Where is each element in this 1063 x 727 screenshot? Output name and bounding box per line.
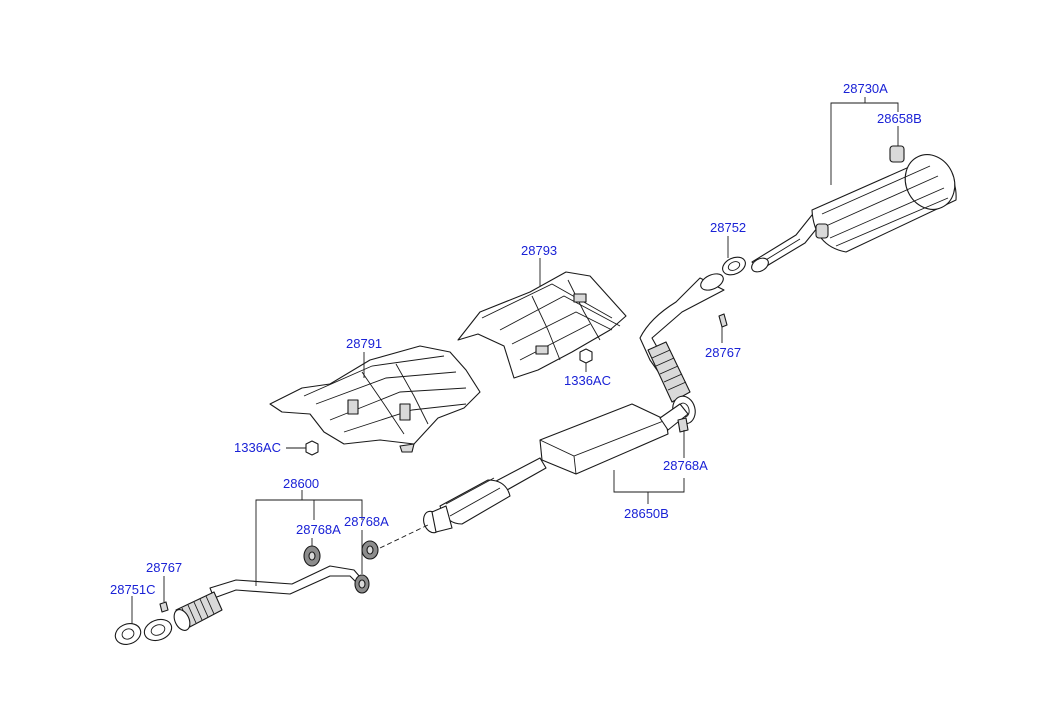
heat-protector-front: 28791 xyxy=(269,336,481,453)
callout-gasket-front: 28751C xyxy=(110,582,156,597)
nut-rear: 1336AC xyxy=(564,348,611,388)
callout-clamp-rear: 28767 xyxy=(705,345,741,360)
heat-protector-rear: 28793 xyxy=(457,243,627,379)
callout-hanger-front-b: 28768A xyxy=(344,514,389,529)
callout-28658b-group: 28658B xyxy=(877,111,922,146)
callout-28600-group: 28600 xyxy=(255,476,363,586)
callout-hanger-center: 28768A xyxy=(663,458,708,473)
callout-muffler-assy: 28730A xyxy=(843,81,888,96)
callout-28650b-group: 28650B xyxy=(613,470,685,521)
callout-28768a-center-group: 28768A xyxy=(663,417,708,473)
callout-nut-rear: 1336AC xyxy=(564,373,611,388)
callout-gasket-rear: 28752 xyxy=(710,220,746,235)
callout-muffler-hanger: 28658B xyxy=(877,111,922,126)
front-gasket: 28751C xyxy=(110,582,173,645)
callout-28768a-front-a: 28768A xyxy=(296,522,341,546)
rear-muffler xyxy=(751,145,957,273)
callout-28768a-front-b: 28768A xyxy=(344,514,389,574)
nut-front: 1336AC xyxy=(234,440,319,456)
callout-center-muffler: 28650B xyxy=(624,506,669,521)
front-pipe xyxy=(173,540,379,631)
callout-front-pipe: 28600 xyxy=(283,476,319,491)
callout-heat-protector-rear: 28793 xyxy=(521,243,557,258)
callout-nut-front: 1336AC xyxy=(234,440,281,455)
callout-hanger-front-a: 28768A xyxy=(296,522,341,537)
callout-heat-protector-front: 28791 xyxy=(346,336,382,351)
front-clamp: 28767 xyxy=(146,560,182,613)
resonator-pipe xyxy=(423,477,511,534)
callout-clamp-front: 28767 xyxy=(146,560,182,575)
rear-gasket: 28752 xyxy=(710,220,746,276)
rear-clamp: 28767 xyxy=(705,313,741,360)
callout-28730a-group: 28730A xyxy=(830,81,899,185)
